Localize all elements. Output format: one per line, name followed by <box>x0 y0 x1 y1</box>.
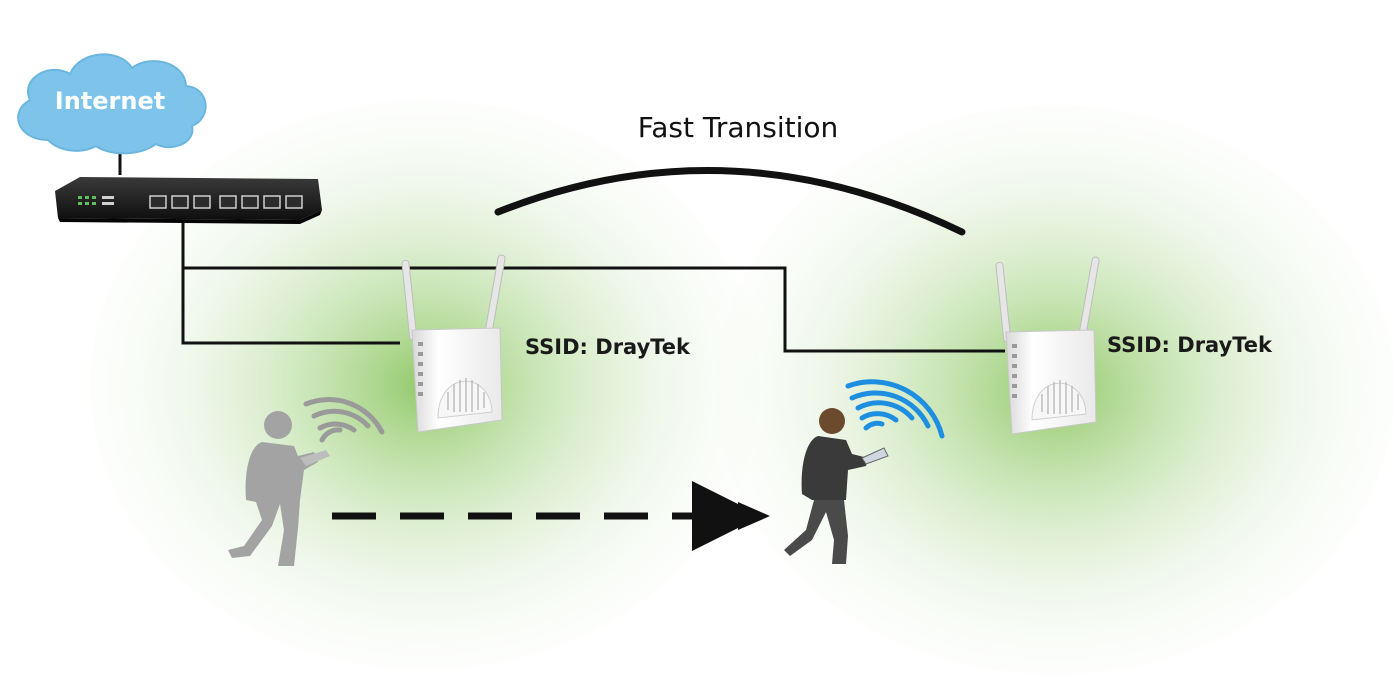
arrow-head <box>738 502 770 530</box>
cloud-icon: Internet <box>17 53 207 155</box>
internet-label: Internet <box>55 87 165 115</box>
fast-transition-label: Fast Transition <box>638 111 839 144</box>
wireless-access-point-icon <box>995 256 1100 435</box>
router-icon <box>55 177 322 224</box>
person-with-phone-icon <box>228 411 330 566</box>
ssid-label-ap2: SSID: DrayTek <box>1107 333 1273 357</box>
wireless-access-point-icon <box>401 254 506 433</box>
fast-transition-arc <box>494 167 966 236</box>
ssid-label-ap1: SSID: DrayTek <box>525 335 691 359</box>
wifi-signal-icon <box>845 379 945 439</box>
wifi-signal-icon <box>303 397 385 443</box>
person-with-phone-icon <box>784 408 889 564</box>
